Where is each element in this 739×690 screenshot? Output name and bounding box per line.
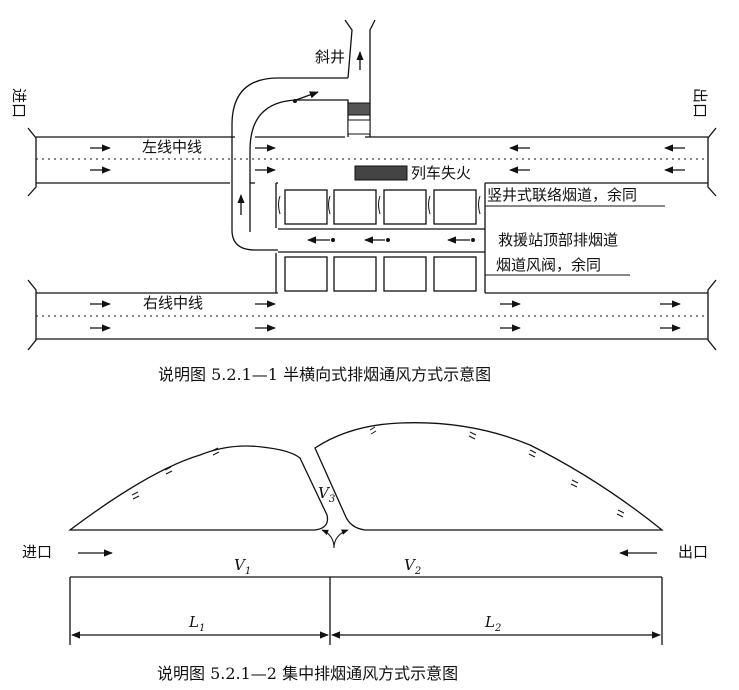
exit-portal (707, 127, 717, 197)
incline-shaft-label: 斜井 (315, 48, 345, 66)
v3-label: V3 (318, 484, 335, 505)
right-line-label: 右线中线 (143, 294, 203, 312)
l2-label: L2 (484, 613, 501, 634)
right-mountain (314, 422, 664, 531)
right-line-tunnel (36, 292, 708, 340)
figure2-caption: 说明图 5.2.1—2 集中排烟通风方式示意图 (157, 664, 458, 683)
v2-label: V2 (404, 556, 421, 577)
figure1-semi-transverse-diagram: 斜井 进口 出口 左线中线 右线中线 列车失火 竖井式联络烟道，余同 救援站顶部… (10, 19, 717, 384)
rescue-station (275, 165, 665, 293)
shaft-duct-label: 竖井式联络烟道，余同 (487, 186, 637, 204)
fire-symbol (354, 165, 408, 181)
figure2-centralized-diagram: 进口 出口 V1 V2 V3 L1 L2 说明图 5.2.1—2 集中排烟通风方… (22, 422, 708, 683)
entrance-portal (27, 127, 37, 197)
l1-label: L1 (188, 613, 205, 634)
entrance-label-fig1: 进口 (10, 88, 28, 118)
v1-label: V1 (234, 556, 251, 577)
shaft-damper (347, 102, 371, 116)
top-exhaust-label: 救援站顶部排烟道 (498, 231, 618, 249)
entrance-portal-lower (27, 279, 37, 351)
left-line-tunnel (36, 136, 708, 184)
entrance-label-fig2: 进口 (22, 543, 52, 561)
exit-portal-lower (707, 279, 717, 351)
left-line-label: 左线中线 (142, 138, 202, 156)
exit-label-fig1: 出口 (691, 88, 709, 118)
exit-label-fig2: 出口 (678, 543, 708, 561)
left-mountain (68, 445, 329, 531)
incline-shaft (231, 19, 376, 251)
damper-label: 烟道风阀，余同 (496, 256, 601, 274)
train-fire-label: 列车失火 (411, 164, 471, 182)
figure1-caption: 说明图 5.2.1—1 半横向式排烟通风方式示意图 (158, 365, 491, 384)
